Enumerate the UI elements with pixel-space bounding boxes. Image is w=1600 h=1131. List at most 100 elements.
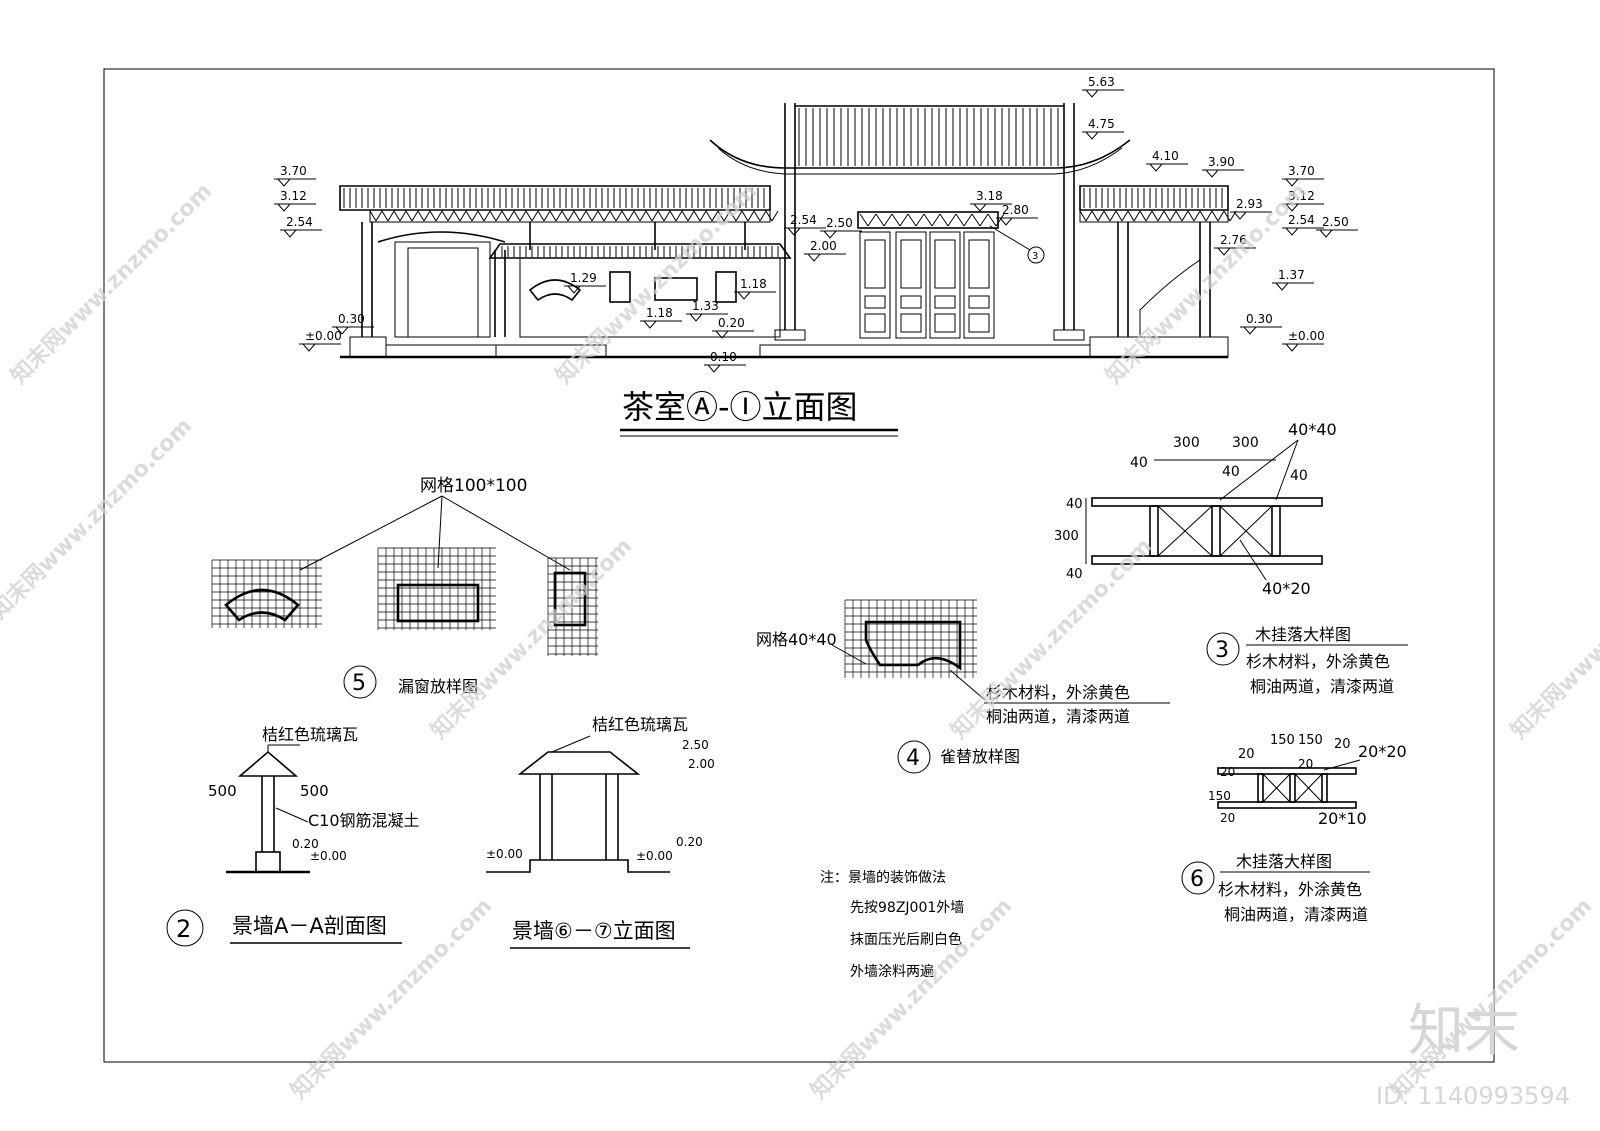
central-hall (709, 103, 1131, 341)
detail3-dim-300a: 300 (1173, 435, 1200, 451)
elevation-label: 2.54 (790, 213, 817, 227)
elevation-label: 0.30 (1246, 312, 1273, 326)
elevation-label: 3.12 (1288, 189, 1315, 203)
elevation-label: 3.12 (280, 189, 307, 203)
detail6-dim-20v1: 20 (1220, 765, 1235, 779)
elevation-label: 2.54 (286, 215, 313, 229)
elevation-label: 0.20 (718, 316, 745, 330)
elevation-label: 3.18 (976, 189, 1003, 203)
callout-3-small: 3 (1032, 251, 1038, 262)
elevation-label: 2.54 (1288, 213, 1315, 227)
detail6-dim-20c: 20 (1334, 737, 1351, 752)
wall-elev-tile-label: 桔红色琉璃瓦 (592, 715, 688, 734)
watermark-text: 知末网www.znzmo.com (1506, 533, 1600, 744)
wall-elev-lvl-020: 0.20 (676, 835, 703, 849)
wall-elev-lvl-250: 2.50 (682, 738, 709, 752)
detail6-dim-20v2: 20 (1220, 811, 1235, 825)
watermark-text: 知末网www.znzmo.com (6, 178, 217, 389)
detail5-number: 5 (352, 671, 366, 696)
detail2-lvl-020: 0.20 (292, 837, 319, 851)
callout-3-marker (1027, 246, 1045, 264)
detail-2-wall-section: 桔红色琉璃瓦 500 500 C10钢筋混凝土 0.20 ±0.00 2 景墙A… (166, 725, 420, 947)
elevation-label: 0.10 (710, 350, 737, 364)
notes-line-2: 先按98ZJ001外墙 (850, 900, 964, 916)
detail4-number: 4 (906, 746, 920, 771)
detail6-material-2: 桐油两道，清漆两道 (1224, 905, 1368, 924)
elevation-label: 3.90 (1208, 155, 1235, 169)
elevation-label: ±0.00 (1288, 329, 1325, 343)
detail6-dim-150v: 150 (1208, 789, 1231, 803)
detail2-number-circle (166, 909, 204, 947)
main-elevation (339, 103, 1237, 359)
elevation-label: 4.10 (1152, 149, 1179, 163)
detail5-grid-label: 网格100*100 (420, 476, 527, 496)
detail2-number: 2 (176, 915, 191, 943)
elevation-label: 1.18 (646, 306, 673, 320)
detail6-dim-2010: 20*10 (1318, 809, 1367, 828)
wall-elev-title: 景墙⑥－⑦立面图 (512, 919, 676, 943)
detail3-dim-300b: 300 (1232, 435, 1259, 451)
watermark-text: 知末网www.znzmo.com (806, 893, 1017, 1104)
detail3-dim-4040: 40*40 (1288, 420, 1337, 439)
elevation-label: 1.37 (1278, 268, 1305, 282)
elevation-label: 5.63 (1088, 75, 1115, 89)
elevation-label: 2.50 (826, 216, 853, 230)
wall-elev-lvl-200: 2.00 (688, 757, 715, 771)
detail3-dim-40a: 40 (1130, 455, 1148, 471)
detail3-title: 木挂落大样图 (1255, 625, 1351, 644)
elevation-label: 2.00 (810, 239, 837, 253)
notes-line-1: 注：景墙的装饰做法 (820, 870, 946, 886)
detail2-lvl-000: ±0.00 (310, 849, 347, 863)
detail6-number: 6 (1190, 867, 1204, 892)
detail4-number-circle (897, 740, 931, 774)
elevation-label: 1.18 (740, 277, 767, 291)
detail3-number-circle (1206, 632, 1240, 666)
brand-logo: 知末 (1408, 999, 1520, 1064)
detail6-title: 木挂落大样图 (1236, 852, 1332, 871)
detail2-dim-left: 500 (208, 782, 237, 800)
elevation-label: 3.70 (280, 164, 307, 178)
main-title: 茶室Ⓐ-Ⓘ立面图 (622, 388, 858, 426)
elevation-marks: 5.63 4.75 4.10 3.90 3.70 3.12 2.54 2.54 2.50 2.00… (274, 75, 1358, 373)
detail4-grid-label: 网格40*40 (756, 630, 837, 649)
sheet-border (103, 68, 1495, 1063)
detail-5-lattice-windows: 网格100*100 5 漏窗放样图 (211, 476, 598, 699)
elevation-label: ±0.00 (305, 329, 342, 343)
elevation-label: 2.50 (1322, 215, 1349, 229)
elevation-label: 4.75 (1088, 117, 1115, 131)
notes-line-3: 抹面压光后刷白色 (850, 931, 962, 948)
detail2-tile-label: 桔红色琉璃瓦 (262, 725, 358, 744)
brand-id: ID: 1140993594 (1376, 1082, 1570, 1110)
detail6-dim-150a: 150 (1270, 733, 1295, 748)
wall-6-7-elevation: 桔红色琉璃瓦 2.50 2.00 ±0.00 ±0.00 0.20 景墙⑥－⑦立… (486, 715, 715, 949)
elevation-label: 2.76 (1220, 233, 1247, 247)
detail3-dim-40b: 40 (1222, 464, 1240, 480)
detail2-dim-right: 500 (300, 782, 329, 800)
notes-line-4: 外墙涂料两遍 (850, 964, 934, 980)
wall-elev-lvl-000-right: ±0.00 (636, 849, 673, 863)
detail6-dim-20a: 20 (1238, 747, 1255, 762)
detail4-material-2: 桐油两道，清漆两道 (986, 707, 1130, 726)
detail4-title: 雀替放样图 (940, 747, 1020, 766)
elevation-label: 1.29 (570, 271, 597, 285)
detail6-dim-150b: 150 (1298, 733, 1323, 748)
detail-4-bracket: 网格40*40 杉木材料，外涂黄色 桐油两道，清漆两道 4 雀替放样图 (756, 599, 1170, 774)
detail3-dim-4020: 40*20 (1262, 579, 1311, 598)
detail2-concrete-label: C10钢筋混凝土 (308, 811, 420, 830)
detail3-dim-40v1: 40 (1066, 497, 1083, 512)
right-pavilion (1079, 185, 1237, 337)
elevation-label: 2.80 (1002, 203, 1029, 217)
detail-3-hanging-fascia: 300 300 40*40 40 40 40 40 300 40 40*20 3… (1054, 420, 1408, 696)
detail3-number: 3 (1215, 638, 1229, 663)
detail5-title: 漏窗放样图 (398, 677, 478, 696)
detail-6-hanging-fascia: 150 150 20 20 20 20*20 150 20 20 20*10 6… (1181, 733, 1407, 924)
detail4-material-1: 杉木材料，外涂黄色 (986, 683, 1130, 702)
elevation-label: 1.33 (692, 299, 719, 313)
detail3-dim-40c: 40 (1290, 468, 1308, 484)
elevation-label: 2.93 (1236, 197, 1263, 211)
watermark-text: 知末网www.znzmo.com (0, 413, 197, 624)
left-pavilion (339, 185, 792, 338)
watermark-text: 知末网www.znzmo.com (426, 533, 637, 744)
detail6-dim-2020: 20*20 (1358, 742, 1407, 761)
